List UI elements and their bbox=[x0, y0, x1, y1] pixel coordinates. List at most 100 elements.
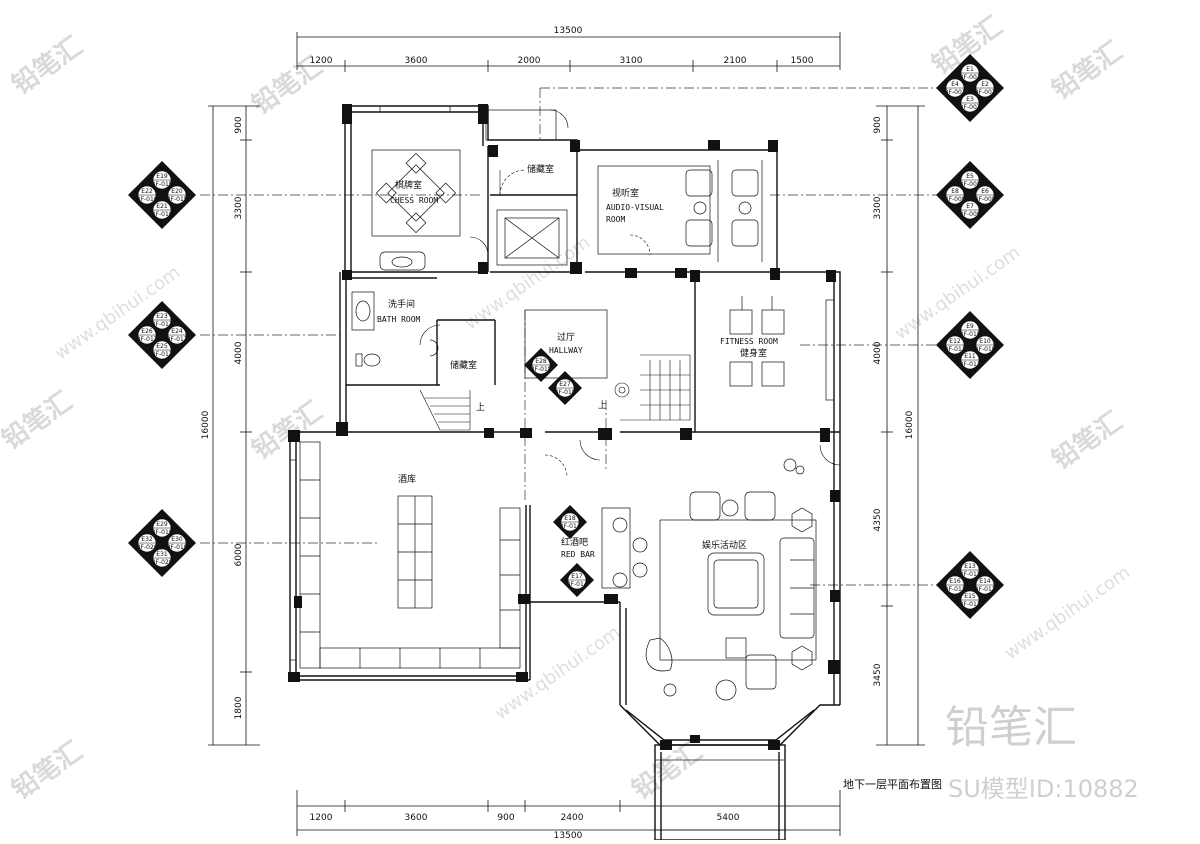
room-label-audio: 视听室 bbox=[612, 187, 639, 199]
elevation-tag-code: BF-017 bbox=[151, 321, 172, 328]
room-labels: 棋牌室 CHESS ROOM 储藏室 视听室 AUDIO-VISUAL ROOM… bbox=[377, 163, 778, 559]
dim-right-seg: 900 bbox=[873, 116, 883, 133]
elevation-tag-label: E2 bbox=[981, 81, 989, 88]
elevation-tag-diamond bbox=[936, 311, 1004, 379]
walls bbox=[289, 105, 841, 841]
dim-left-overall: 16000 bbox=[201, 410, 211, 439]
dim-top-seg: 3600 bbox=[405, 56, 428, 66]
elevation-tags: E19BF-015E22BF-016E20BF-015E21BF-016E23B… bbox=[128, 54, 1004, 619]
stairs bbox=[419, 354, 691, 431]
elevation-tag-code: BF-016 bbox=[136, 196, 157, 203]
elevation-tag-label: E12 bbox=[949, 338, 961, 345]
elevation-tag-label: E6 bbox=[981, 188, 989, 195]
dim-bottom-overall: 13500 bbox=[554, 831, 583, 840]
elevation-tag-label: E26 bbox=[141, 328, 153, 335]
elevation-tag-label: E10 bbox=[979, 338, 991, 345]
elevation-tag-code: BF-020 bbox=[151, 559, 172, 566]
room-label-hallway-en: HALLWAY bbox=[549, 346, 583, 355]
elevation-tag-code: BF-007 bbox=[959, 104, 980, 111]
elevation-tag-code: BF-009 bbox=[959, 211, 980, 218]
elevation-tag-label: E11 bbox=[964, 353, 976, 360]
watermark-brand: 铅笔汇 bbox=[6, 31, 88, 101]
dim-bottom-seg: 5400 bbox=[717, 813, 740, 823]
elevation-tag-label: E23 bbox=[156, 313, 168, 320]
dim-left-seg: 900 bbox=[234, 116, 244, 133]
elevation-tag-label: E3 bbox=[966, 96, 974, 103]
elevation-tag-code: BF-013 bbox=[959, 601, 980, 608]
elevation-tag-label: E13 bbox=[964, 563, 976, 570]
elevation-tag-code: BF-009 bbox=[944, 196, 965, 203]
elevation-tag-label: E1 bbox=[966, 66, 974, 73]
room-label-audio-en2: ROOM bbox=[606, 215, 625, 224]
elevation-tag-diamond bbox=[128, 509, 196, 577]
watermark-brand-large: 铅笔汇 bbox=[945, 702, 1077, 753]
drawing-title: 地下一层平面布置图 bbox=[843, 778, 942, 791]
elevation-tag-code: BF-012 bbox=[974, 586, 995, 593]
room-label-fitness-en: FITNESS ROOM bbox=[720, 337, 778, 346]
watermark-url: www.qbihui.com bbox=[1001, 562, 1134, 664]
elevation-tag-label: E30 bbox=[171, 536, 183, 543]
elevation-tag-label: E21 bbox=[156, 203, 168, 210]
dim-left-seg: 1800 bbox=[234, 696, 244, 719]
doors bbox=[419, 109, 841, 478]
dim-left-seg: 3300 bbox=[234, 196, 244, 219]
furniture bbox=[351, 149, 817, 701]
elevation-tag-code: BF-010 bbox=[959, 331, 980, 338]
watermark-brand: 铅笔汇 bbox=[1046, 406, 1128, 476]
dimension-labels: 13500 1200 3600 2000 3100 2100 1500 1200… bbox=[201, 26, 915, 841]
elevation-tag-code: BF-016 bbox=[151, 211, 172, 218]
interior-tag-code: BF-014 bbox=[566, 581, 587, 588]
dim-right-overall: 16000 bbox=[905, 410, 915, 439]
dim-bottom-seg: 3600 bbox=[405, 813, 428, 823]
elevation-tag-code: BF-007 bbox=[974, 89, 995, 96]
elevation-tag-label: E15 bbox=[964, 593, 976, 600]
elevation-tag-label: E32 bbox=[141, 536, 153, 543]
elevation-tag-label: E25 bbox=[156, 343, 168, 350]
dim-top-seg: 1500 bbox=[791, 56, 814, 66]
elevation-tag-code: BF-012 bbox=[959, 571, 980, 578]
dim-bottom-seg: 2400 bbox=[561, 813, 584, 823]
elevation-tag-label: E31 bbox=[156, 551, 168, 558]
watermark-layer: 铅笔汇 铅笔汇 铅笔汇 铅笔汇 铅笔汇 铅笔汇 铅笔汇 铅笔汇 铅笔汇 www.… bbox=[0, 11, 1134, 806]
elevation-tag-diamond bbox=[936, 54, 1004, 122]
elevation-tag-code: BF-020 bbox=[136, 544, 157, 551]
elevation-tag-code: BF-010 bbox=[974, 346, 995, 353]
stair-up-label: 上 bbox=[598, 400, 607, 411]
elevation-tag-code: BF-015 bbox=[151, 181, 172, 188]
interior-tag-label: E27 bbox=[559, 381, 571, 388]
windows bbox=[289, 105, 835, 831]
elevation-tag-label: E14 bbox=[979, 578, 991, 585]
interior-tag-code: BF-018 bbox=[530, 366, 551, 373]
room-label-storage: 储藏室 bbox=[527, 163, 554, 175]
elevation-tag-code: BF-011 bbox=[959, 361, 980, 368]
interior-tag-code: BF-018 bbox=[554, 389, 575, 396]
interior-tag-label: E18 bbox=[564, 515, 576, 522]
elevation-tag-code: BF-015 bbox=[166, 196, 187, 203]
elevation-tag-code: BF-013 bbox=[944, 586, 965, 593]
elevation-tag-code: BF-019 bbox=[151, 529, 172, 536]
room-label-audio-en: AUDIO-VISUAL bbox=[606, 203, 664, 212]
interior-tag-label: E28 bbox=[535, 358, 547, 365]
elevation-tag-code: BF-011 bbox=[944, 346, 965, 353]
elevation-tag-diamond bbox=[128, 161, 196, 229]
elevation-tag-label: E24 bbox=[171, 328, 183, 335]
dim-top-seg: 2100 bbox=[724, 56, 747, 66]
room-label-hallway: 过厅 bbox=[557, 331, 575, 343]
room-label-red-bar-en: RED BAR bbox=[561, 550, 595, 559]
elevation-tag-label: E29 bbox=[156, 521, 168, 528]
dim-right-seg: 3300 bbox=[873, 196, 883, 219]
watermark-brand: 铅笔汇 bbox=[246, 396, 328, 466]
room-label-fitness: 健身室 bbox=[740, 347, 767, 359]
